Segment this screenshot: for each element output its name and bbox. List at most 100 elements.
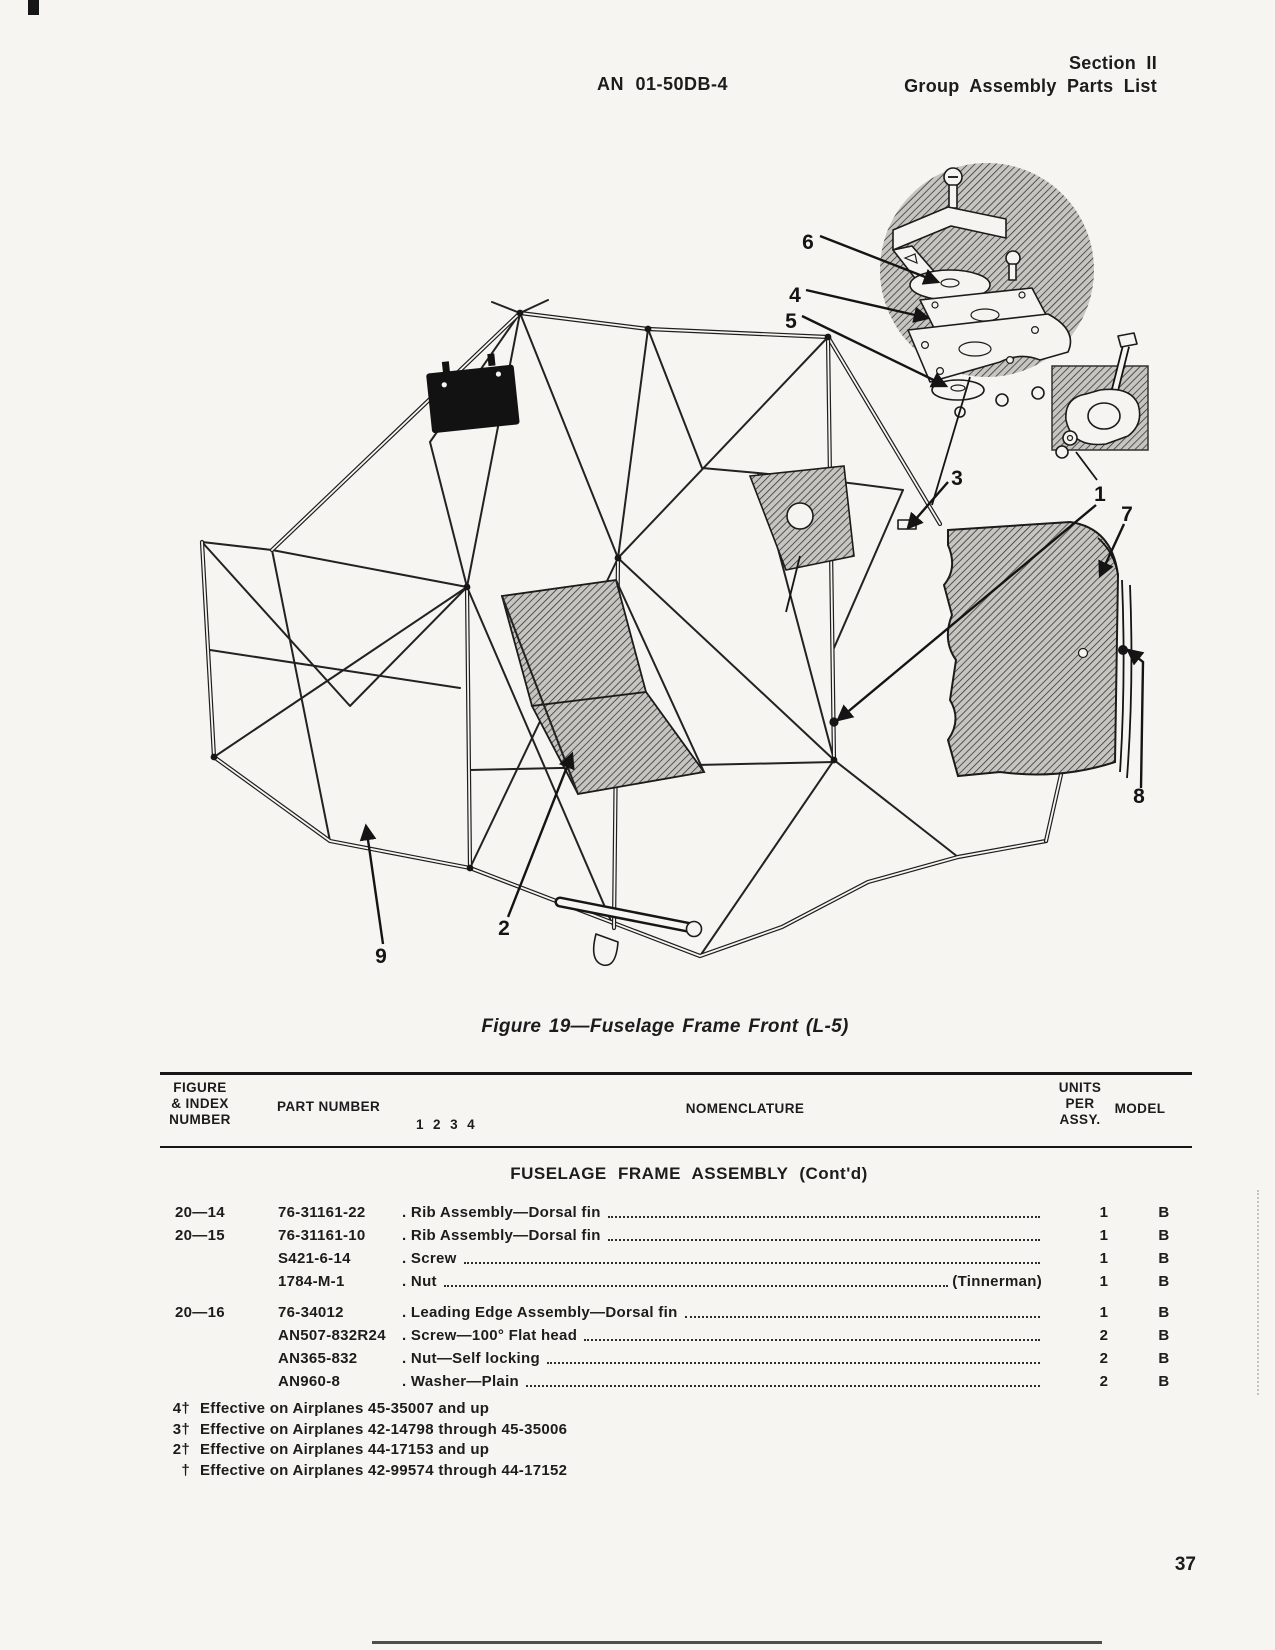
footnote: † Effective on Airplanes 42-99574 through… [160, 1461, 1192, 1482]
nomenclature-text: . Rib Assembly—Dorsal fin [402, 1204, 601, 1221]
nomenclature-suffix: (Tinnerman) [952, 1273, 1042, 1290]
lower-cross-tube [554, 896, 703, 967]
cell-model: B [1158, 1350, 1170, 1367]
footnote-symbol: 4† [172, 1400, 190, 1417]
cell-part-number: 1784-M-1 [278, 1273, 345, 1290]
inset-detail [1051, 332, 1149, 459]
instrument-panel [748, 465, 855, 613]
cell-nomenclature: . Washer—Plain [402, 1373, 1044, 1390]
footnote-symbol: † [181, 1461, 190, 1479]
nomenclature-text: . Nut—Self locking [402, 1350, 540, 1367]
cell-part-number: AN960-8 [278, 1373, 341, 1390]
leader-lines [359, 234, 1145, 945]
equipment-box [426, 353, 520, 434]
footnote-text: Effective on Airplanes 42-99574 through … [200, 1461, 568, 1479]
cell-nomenclature: . Nut—Self locking [402, 1350, 1044, 1367]
figure-callout-9: 9 [375, 945, 387, 968]
cell-units-per-assy: 1 [1099, 1227, 1109, 1244]
figure-callout-1: 1 [1094, 483, 1106, 506]
table-rows: 20—14 76-31161-22 . Rib Assembly—Dorsal fi… [160, 1198, 1192, 1390]
scan-artifact-bottom-line [372, 1641, 1102, 1644]
section-subtitle: Group Assembly Parts List [904, 76, 1157, 96]
dotted-leader [607, 1239, 1040, 1241]
figure-callout-8: 8 [1133, 785, 1145, 808]
cell-figure-index: 20—14 [175, 1204, 225, 1221]
nomenclature-text: . Leading Edge Assembly—Dorsal fin [402, 1304, 678, 1321]
cell-model: B [1158, 1373, 1170, 1390]
nomenclature-text: . Rib Assembly—Dorsal fin [402, 1227, 601, 1244]
cell-nomenclature: . Rib Assembly—Dorsal fin [402, 1204, 1044, 1221]
dotted-leader [684, 1316, 1040, 1318]
scan-artifact-corner [28, 0, 39, 15]
table-header-row: FIGURE & INDEX NUMBER PART NUMBER 1 2 3 … [160, 1072, 1192, 1148]
footnote-text: Effective on Airplanes 44-17153 and up [200, 1441, 490, 1458]
table-row: 1784-M-1 . Nut(Tinnerman) 1 B [160, 1267, 1192, 1290]
document-number: AN 01-50DB-4 [597, 74, 729, 94]
cell-units-per-assy: 1 [1099, 1304, 1109, 1321]
dotted-leader [443, 1285, 949, 1287]
nomenclature-text: . Screw—100° Flat head [402, 1327, 578, 1344]
column-header-figure-index: FIGURE & INDEX NUMBER [169, 1080, 231, 1127]
dotted-leader [526, 1385, 1040, 1387]
fuselage-truss [199, 299, 1128, 967]
cell-model: B [1158, 1304, 1170, 1321]
footnote: 3† Effective on Airplanes 42-14798 throug… [160, 1420, 1192, 1441]
cell-figure-index: 20—15 [175, 1227, 225, 1244]
cell-units-per-assy: 2 [1099, 1327, 1109, 1344]
seat [500, 578, 706, 795]
figure-callout-2: 2 [498, 917, 510, 940]
cell-nomenclature: . Screw—100° Flat head [402, 1327, 1044, 1344]
footnote: 2†Effective on Airplanes 44-17153 and up [160, 1440, 1192, 1461]
cell-model: B [1158, 1327, 1170, 1344]
cell-nomenclature: . Leading Edge Assembly—Dorsal fin [402, 1304, 1044, 1321]
footnote-symbol: 3† [172, 1420, 190, 1438]
table-row: 20—14 76-31161-22 . Rib Assembly—Dorsal fi… [160, 1198, 1192, 1221]
cell-nomenclature: . Rib Assembly—Dorsal fin [402, 1227, 1044, 1244]
detail-circle [880, 163, 1094, 418]
figure-callout-6: 6 [802, 231, 814, 254]
column-header-indent-levels: 1 2 3 4 [416, 1117, 476, 1132]
column-header-units-per-assy: UNITS PER ASSY. [1058, 1080, 1102, 1127]
table-row: AN960-8 . Washer—Plain 2 B [160, 1367, 1192, 1390]
dotted-leader [607, 1216, 1040, 1218]
cell-part-number: AN365-832 [278, 1350, 358, 1367]
section-title: Section II [1068, 53, 1157, 73]
effectivity-footnotes: 4† Effective on Airplanes 45-35007 and up… [160, 1399, 1192, 1481]
dotted-leader [546, 1362, 1040, 1364]
figure-callout-7: 7 [1121, 503, 1133, 526]
cell-part-number: 76-31161-22 [278, 1204, 366, 1221]
column-header-nomenclature: NOMENCLATURE [685, 1101, 805, 1116]
cell-part-number: S421-6-14 [278, 1250, 351, 1267]
column-header-model: MODEL [1114, 1101, 1166, 1116]
footnote-text: Effective on Airplanes 45-35007 and up [200, 1400, 490, 1417]
footnote: 4† Effective on Airplanes 45-35007 and up [160, 1399, 1192, 1420]
figure-callout-4: 4 [789, 284, 801, 307]
table-section-title: FUSELAGE FRAME ASSEMBLY (Cont'd) [510, 1164, 868, 1183]
footnote-text: Effective on Airplanes 42-14798 through … [200, 1420, 568, 1438]
cell-model: B [1158, 1250, 1170, 1267]
scan-artifact-dashed-line [1257, 1190, 1259, 1395]
cell-units-per-assy: 2 [1099, 1373, 1109, 1390]
table-row: 20—15 76-31161-10 . Rib Assembly—Dorsal fi… [160, 1221, 1192, 1244]
cell-units-per-assy: 1 [1099, 1250, 1109, 1267]
figure-caption: Figure 19—Fuselage Frame Front (L-5) [481, 1016, 849, 1037]
firewall-panel [897, 519, 1133, 779]
section-header: Section II Group Assembly Parts List [904, 52, 1157, 98]
cell-nomenclature: . Screw [402, 1250, 1044, 1267]
parts-table: FIGURE & INDEX NUMBER PART NUMBER 1 2 3 … [160, 1072, 1192, 1481]
dotted-leader [584, 1339, 1040, 1341]
cell-nomenclature: . Nut(Tinnerman) [402, 1273, 1044, 1290]
cell-units-per-assy: 1 [1099, 1273, 1109, 1290]
nomenclature-text: . Washer—Plain [402, 1373, 520, 1390]
cell-model: B [1158, 1273, 1170, 1290]
cell-part-number: AN507-832R24 [278, 1327, 386, 1344]
cell-units-per-assy: 2 [1099, 1350, 1109, 1367]
table-row: AN507-832R24 . Screw—100° Flat head 2 B [160, 1321, 1192, 1344]
cell-part-number: 76-31161-10 [278, 1227, 366, 1244]
figure-callout-5: 5 [785, 310, 797, 333]
page-number: 37 [1174, 1554, 1196, 1575]
cell-model: B [1158, 1227, 1170, 1244]
